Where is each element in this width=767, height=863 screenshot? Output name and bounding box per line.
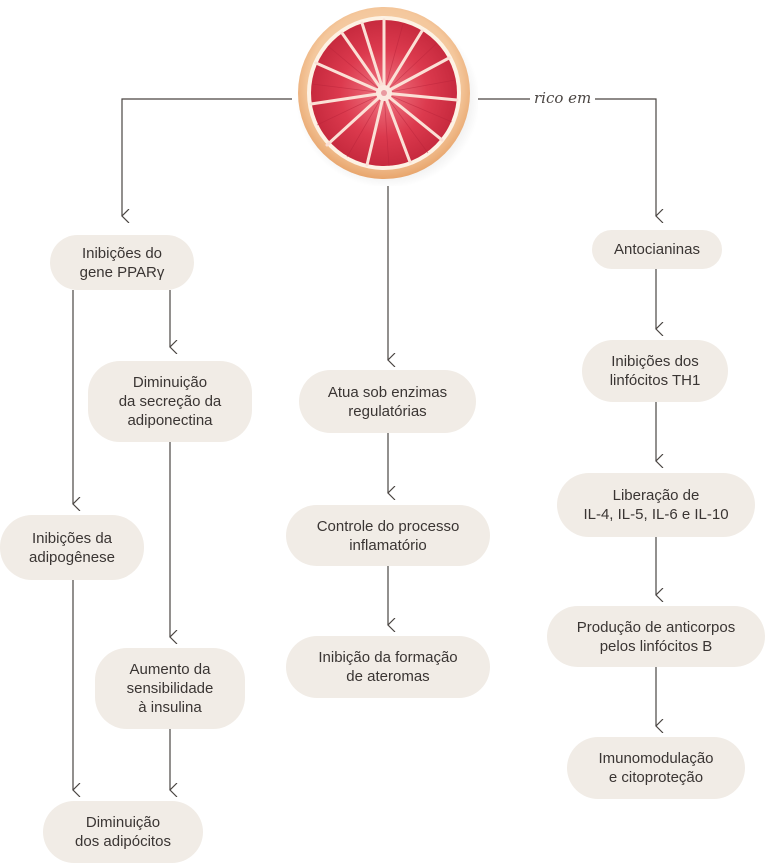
edge-label-rico-em: rico em (530, 89, 596, 107)
node-liberacao-interleucinas: Liberação de IL-4, IL-5, IL-6 e IL-10 (557, 473, 755, 537)
node-diminuicao-adipocitos: Diminuição dos adipócitos (43, 801, 203, 863)
node-inibicao-formacao-ateromas: Inibição da formação de ateromas (286, 636, 490, 698)
node-producao-anticorpos: Produção de anticorpos pelos linfócitos … (547, 606, 765, 667)
node-imunomodulacao-citoprotecao: Imunomodulação e citoproteção (567, 737, 745, 799)
node-antocianinas: Antocianinas (592, 230, 722, 269)
grapefruit-icon (296, 7, 478, 186)
node-inibicoes-gene-pparg: Inibições do gene PPARγ (50, 235, 194, 290)
node-inibicoes-adipogenese: Inibições da adipogênese (0, 515, 144, 580)
node-controle-processo-inflamatorio: Controle do processo inflamatório (286, 505, 490, 566)
edge-fruit-to-pparg (122, 98, 292, 216)
edge-fruit-to-antocianinas (478, 98, 656, 216)
node-aumento-sensibilidade-insulina: Aumento da sensibilidade à insulina (95, 648, 245, 729)
node-atua-enzimas-regulatorias: Atua sob enzimas regulatórias (299, 370, 476, 433)
node-diminuicao-adiponectina: Diminuição da secreção da adiponectina (88, 361, 252, 442)
node-inibicoes-linfocitos-th1: Inibições dos linfócitos TH1 (582, 340, 728, 402)
